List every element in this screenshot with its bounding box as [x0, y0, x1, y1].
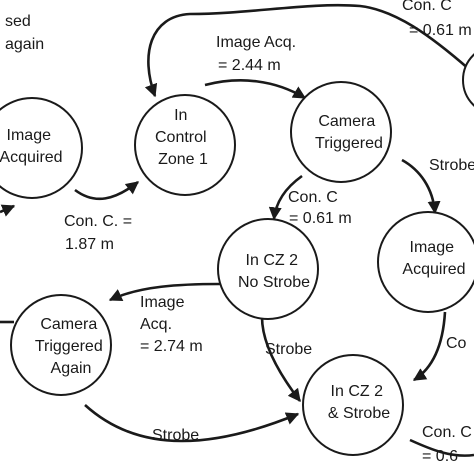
label-line: Zone 1 [158, 151, 208, 168]
label-camera-triggered: Camera Triggered [315, 113, 383, 152]
node-image-acquired-right [377, 211, 474, 313]
label-line: Co [446, 335, 467, 352]
label-line: = 0.61 m [409, 22, 472, 39]
edge-labels: sed again Con. C. = 1.87 m Image Acq. = … [5, 0, 474, 465]
edge-label-con-c-right-fragment: Co [446, 335, 467, 352]
label-image-acquired-right: Image Acquired [402, 239, 465, 278]
edge-label-con-c-1-87: Con. C. = 1.87 m [64, 213, 136, 253]
state-nodes [0, 53, 474, 456]
label-line: Con. C [422, 424, 472, 441]
label-line: Strobe [265, 341, 312, 358]
label-line: again [5, 36, 44, 53]
label-line: Acquired [0, 149, 63, 166]
label-line: No Strobe [238, 274, 310, 291]
label-line: & Strobe [328, 405, 390, 422]
label-line: Con. C [288, 189, 338, 206]
label-line: Strobe [152, 427, 199, 444]
edge-label-image-acq-2-74: Image Acq. = 2.74 m [140, 294, 203, 355]
label-line: Camera [40, 316, 97, 333]
edge-image-acquired-right-to-cz2-strobe [412, 311, 447, 382]
label-line: = 0.6 [422, 448, 458, 465]
node-camera-triggered [290, 81, 392, 183]
node-in-cz2-no-strobe [217, 218, 319, 320]
edge-control-zone-to-camera-triggered [204, 79, 307, 100]
label-line: Acq. [140, 316, 172, 333]
edge-label-strobe-mid: Strobe [265, 341, 312, 358]
label-line: Camera [318, 113, 375, 130]
label-line: Con. C [402, 0, 452, 14]
label-line: Image Acq. [216, 34, 296, 51]
edge-label-image-acq-2-44: Image Acq. = 2.44 m [216, 34, 301, 74]
label-line: Control [155, 129, 207, 146]
edge-label-con-c-bottom-right: Con. C = 0.6 [422, 424, 474, 465]
edge-cz2-no-strobe-to-camera-triggered-again [108, 282, 221, 302]
node-in-control-zone-1 [134, 94, 236, 196]
label-line: Again [51, 360, 92, 377]
edge-camera-triggered-to-cz2-no-strobe [268, 174, 303, 221]
edge-bottom-right-incoming [409, 438, 474, 457]
label-line: Image [140, 294, 185, 311]
label-in-cz2-no-strobe: In CZ 2 No Strobe [238, 252, 310, 291]
label-camera-triggered-again: Camera Triggered Again [35, 316, 107, 377]
label-line: Triggered [315, 135, 383, 152]
label-line: In CZ 2 [331, 383, 384, 400]
node-camera-triggered-again [10, 294, 112, 396]
label-line: Con. C. = [64, 213, 132, 230]
edge-camera-triggered-to-image-acquired-right [401, 158, 441, 215]
node-partial-top-right [462, 53, 474, 107]
label-line: Image [7, 127, 52, 144]
edge-camera-triggered-again-to-cz2-strobe [84, 404, 300, 443]
label-line: sed [5, 13, 31, 30]
edge-top-loop-to-control-zone [144, 3, 471, 98]
label-line: = 2.74 m [140, 338, 203, 355]
node-image-acquired-left [0, 97, 83, 199]
label-line: = 2.44 m [218, 57, 281, 74]
node-labels: Image Acquired In Control Zone 1 Camera … [0, 107, 466, 422]
label-in-control-zone-1: In Control Zone 1 [155, 107, 211, 168]
label-line: In [174, 107, 187, 124]
edge-image-acquired-to-control-zone [74, 180, 140, 201]
edges [0, 3, 474, 457]
edge-label-strobe-right: Strobe [429, 157, 474, 174]
node-in-cz2-and-strobe [302, 354, 404, 456]
label-line: 1.87 m [65, 236, 114, 253]
edge-label-con-c-0-61-top: Con. C = 0.61 m [402, 0, 472, 39]
edge-label-top-left-fragment: sed again [5, 13, 44, 53]
label-line: Acquired [402, 261, 465, 278]
label-line: Strobe [429, 157, 474, 174]
label-line: Triggered [35, 338, 103, 355]
label-line: Image [410, 239, 455, 256]
label-line: In CZ 2 [246, 252, 299, 269]
label-image-acquired-left: Image Acquired [0, 127, 63, 166]
edge-label-con-c-0-61-mid: Con. C = 0.61 m [288, 189, 352, 227]
edge-label-strobe-bottom: Strobe [152, 427, 199, 444]
label-in-cz2-and-strobe: In CZ 2 & Strobe [328, 383, 390, 422]
edge-cz2-no-strobe-to-cz2-strobe [260, 316, 302, 403]
edge-left-incoming [0, 204, 16, 217]
label-line: = 0.61 m [289, 210, 352, 227]
